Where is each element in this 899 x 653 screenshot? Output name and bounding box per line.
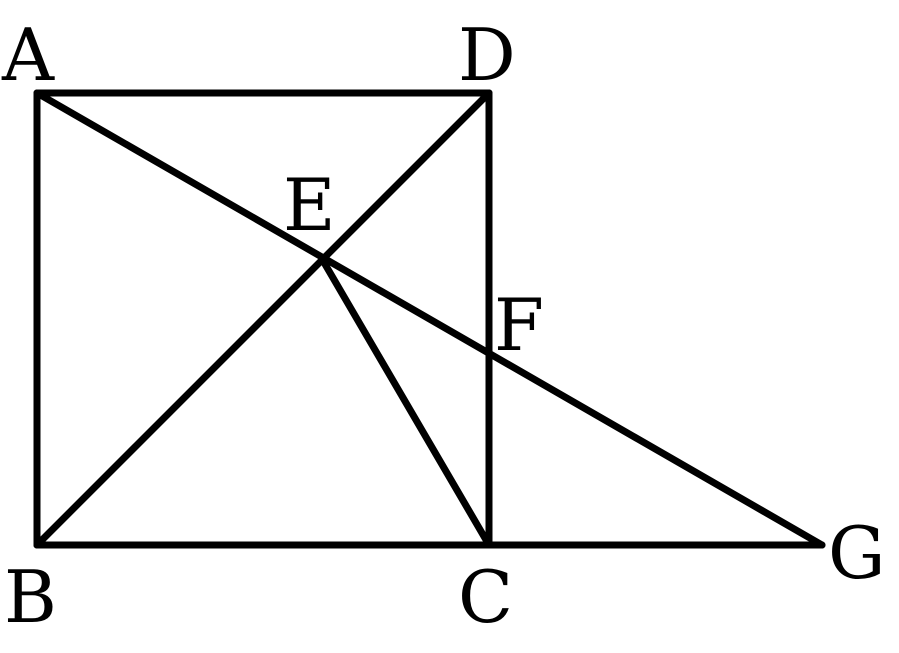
point-label-a: A	[1, 13, 55, 97]
point-label-e: E	[283, 163, 336, 247]
point-label-c: C	[458, 555, 513, 639]
point-label-f: F	[494, 283, 544, 367]
segments-group	[33, 89, 826, 549]
segment-bd	[33, 89, 493, 549]
segment-ag	[33, 89, 826, 549]
point-label-d: D	[458, 13, 516, 97]
point-label-b: B	[4, 555, 57, 639]
labels-group: A B C D E F G	[1, 13, 886, 639]
segment-ec	[318, 255, 493, 549]
point-label-g: G	[828, 511, 886, 595]
